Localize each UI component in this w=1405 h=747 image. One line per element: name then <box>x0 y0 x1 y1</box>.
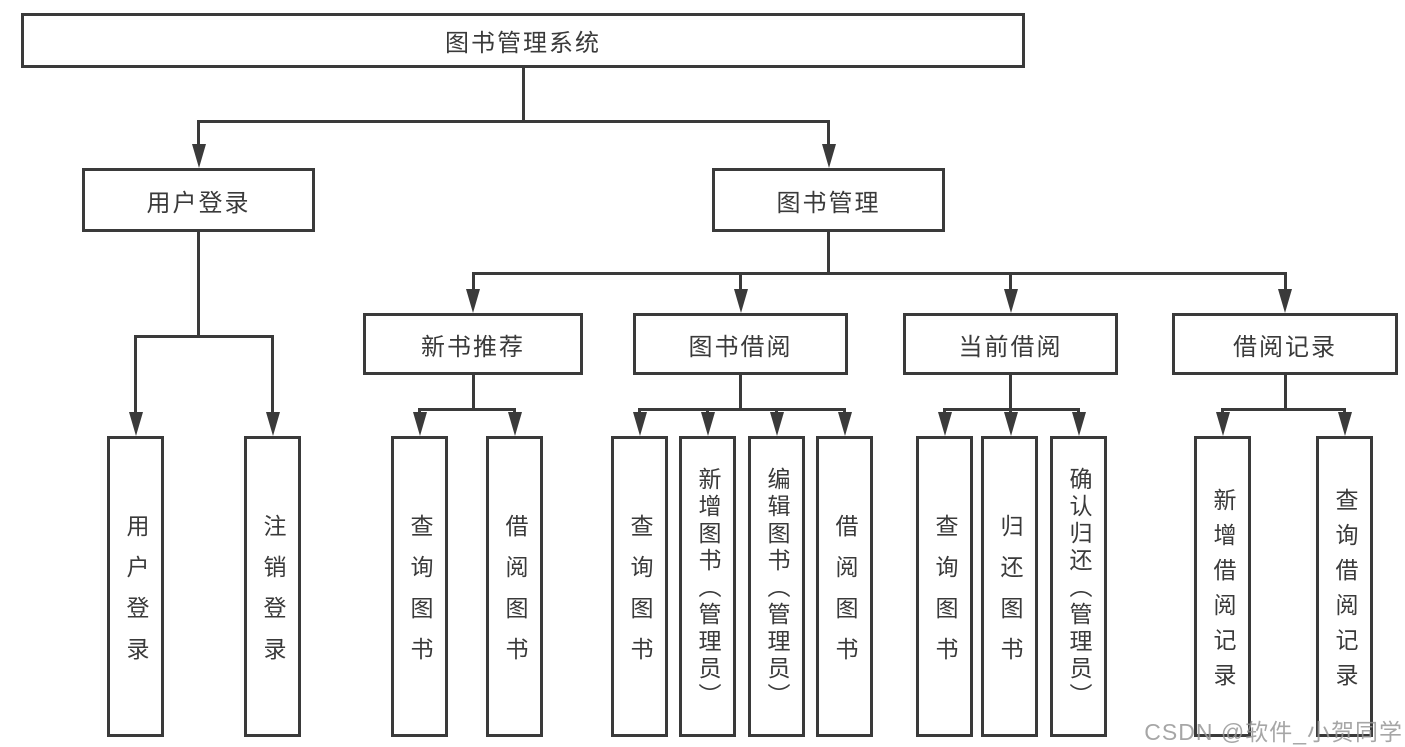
node-borrow-records: 借阅记录 <box>1172 313 1398 375</box>
arrow-to-leaf-login <box>128 335 143 436</box>
node-book-borrow: 图书借阅 <box>633 313 848 375</box>
arrow-to-borrow-records <box>1278 272 1292 313</box>
leaf-borrow-query-books-label: 查询图书 <box>627 513 653 678</box>
leaf-borrow-query-books: 查询图书 <box>611 436 668 737</box>
arrow-to-book-management <box>821 120 836 168</box>
leaf-borrow-borrow-books: 借阅图书 <box>816 436 873 737</box>
arrow-current-return <box>1003 408 1018 436</box>
arrow-records-add <box>1215 408 1230 436</box>
connector-records-vline <box>1283 375 1287 411</box>
leaf-records-add-record-label: 新增借阅记录 <box>1210 487 1236 698</box>
node-user-login: 用户登录 <box>82 168 315 232</box>
connector-current-vline <box>1009 375 1012 411</box>
connector-user-login-hline <box>134 335 274 338</box>
connector-book-mgmt-vline <box>827 232 830 275</box>
leaf-newrec-query-books-label: 查询图书 <box>407 513 433 678</box>
arrow-to-current-borrow <box>1003 272 1018 313</box>
connector-newrec-vline <box>471 375 475 411</box>
leaf-borrow-add-books-admin-label: 新增图书（管理员） <box>695 467 721 710</box>
leaf-records-query-record-label: 查询借阅记录 <box>1332 487 1358 698</box>
leaf-newrec-query-books: 查询图书 <box>391 436 448 737</box>
leaf-logout-label: 注销登录 <box>260 513 286 678</box>
leaf-logout: 注销登录 <box>244 436 301 737</box>
leaf-borrow-add-books-admin: 新增图书（管理员） <box>679 436 736 737</box>
node-book-borrow-label: 图书借阅 <box>688 333 793 361</box>
arrow-to-book-borrow <box>733 272 748 313</box>
arrow-newrec-query <box>412 408 427 436</box>
leaf-borrow-edit-books-admin-label: 编辑图书（管理员） <box>764 467 790 710</box>
node-book-management-label: 图书管理 <box>776 189 881 217</box>
leaf-records-query-record: 查询借阅记录 <box>1316 436 1373 737</box>
connector-book-mgmt-hline <box>471 272 1287 275</box>
connector-user-login-vline <box>197 232 200 338</box>
leaf-current-confirm-return-admin: 确认归还（管理员） <box>1050 436 1107 737</box>
connector-newrec-hline <box>418 408 516 411</box>
arrow-records-query <box>1337 408 1352 436</box>
arrow-borrow-query <box>632 408 647 436</box>
leaf-current-query-books-label: 查询图书 <box>932 513 958 678</box>
arrow-borrow-add <box>700 408 715 436</box>
node-user-login-label: 用户登录 <box>146 189 251 217</box>
leaf-user-login-label: 用户登录 <box>123 513 149 678</box>
node-root: 图书管理系统 <box>21 13 1025 68</box>
node-current-borrow: 当前借阅 <box>903 313 1118 375</box>
arrow-borrow-borrow <box>837 408 852 436</box>
arrow-newrec-borrow <box>507 408 522 436</box>
leaf-current-return-books: 归还图书 <box>981 436 1038 737</box>
arrow-to-user-login <box>191 120 206 168</box>
leaf-current-confirm-return-admin-label: 确认归还（管理员） <box>1066 467 1092 710</box>
arrow-borrow-edit <box>769 408 784 436</box>
leaf-records-add-record: 新增借阅记录 <box>1194 436 1251 737</box>
node-current-borrow-label: 当前借阅 <box>958 333 1063 361</box>
node-new-book-recommend: 新书推荐 <box>363 313 583 375</box>
node-book-management: 图书管理 <box>712 168 945 232</box>
connector-root-hline <box>197 120 830 123</box>
connector-root-vline <box>521 68 525 123</box>
arrow-to-leaf-logout <box>265 335 280 436</box>
leaf-borrow-edit-books-admin: 编辑图书（管理员） <box>748 436 805 737</box>
connector-borrow-hline <box>638 408 846 411</box>
leaf-current-query-books: 查询图书 <box>916 436 973 737</box>
arrow-current-query <box>937 408 952 436</box>
leaf-borrow-borrow-books-label: 借阅图书 <box>832 513 858 678</box>
connector-records-hline <box>1221 408 1346 411</box>
leaf-current-return-books-label: 归还图书 <box>997 513 1023 678</box>
node-root-label: 图书管理系统 <box>445 30 601 57</box>
connector-borrow-vline <box>739 375 742 411</box>
node-new-book-recommend-label: 新书推荐 <box>421 333 525 361</box>
arrow-to-new-book-recommend <box>466 272 480 313</box>
leaf-newrec-borrow-books-label: 借阅图书 <box>502 513 528 678</box>
leaf-newrec-borrow-books: 借阅图书 <box>486 436 543 737</box>
arrow-current-confirm <box>1071 408 1086 436</box>
node-borrow-records-label: 借阅记录 <box>1233 333 1337 361</box>
leaf-user-login: 用户登录 <box>107 436 164 737</box>
